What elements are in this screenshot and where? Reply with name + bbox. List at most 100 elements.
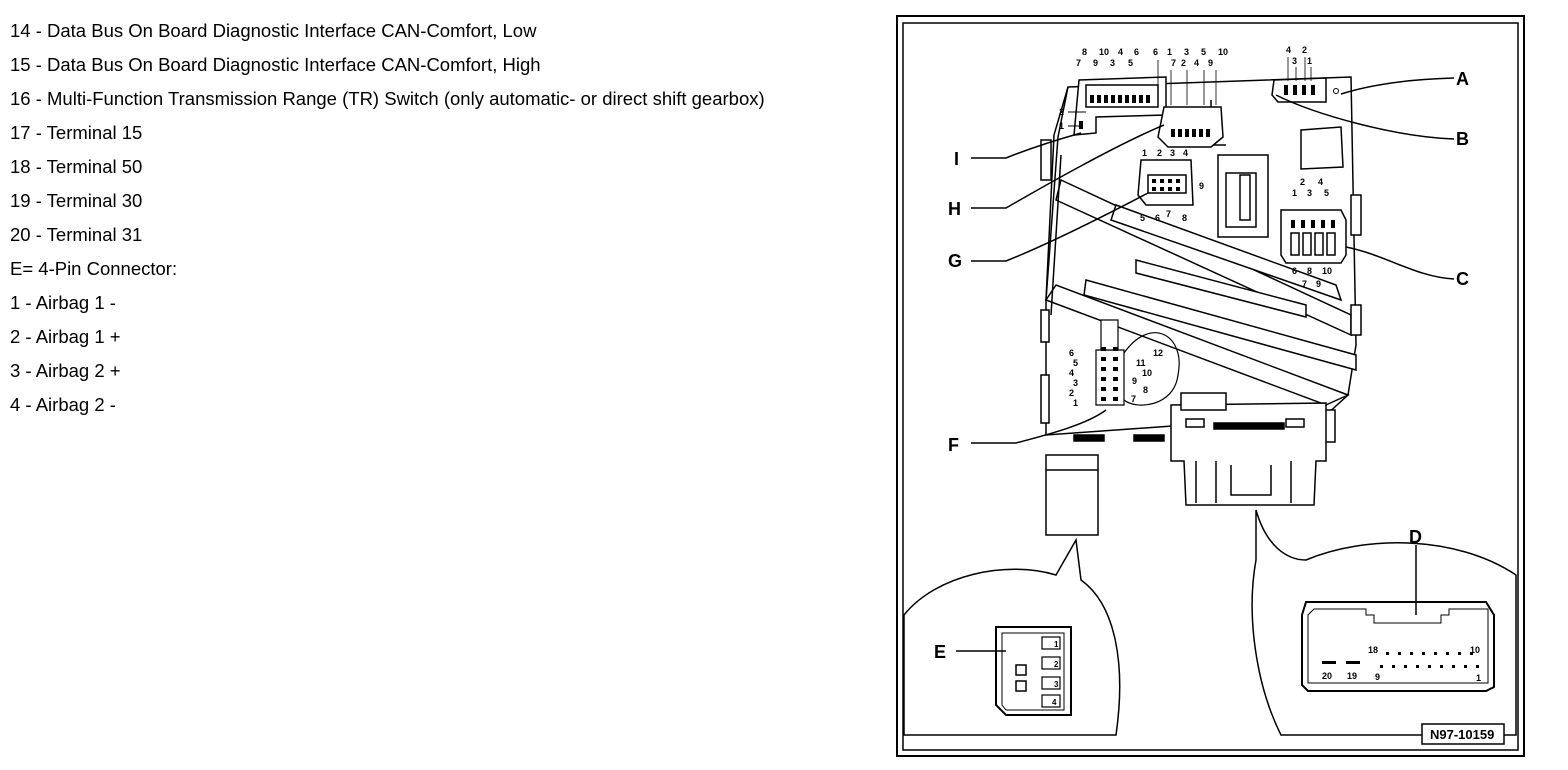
pin-c-3: 3 bbox=[1307, 188, 1312, 198]
pin-d-18: 18 bbox=[1368, 645, 1378, 655]
diagram-inner-frame bbox=[902, 22, 1519, 751]
pin-g-6: 6 bbox=[1155, 213, 1160, 223]
pin-f-4: 4 bbox=[1069, 368, 1074, 378]
legend-item-18: 18 - Terminal 50 bbox=[10, 156, 143, 177]
pin-i-7: 7 bbox=[1076, 58, 1081, 68]
callout-b: B bbox=[1456, 129, 1469, 149]
pin-d-20: 20 bbox=[1322, 671, 1332, 681]
pin-b-2: 2 bbox=[1302, 45, 1307, 55]
legend-item-e2: 2 - Airbag 1 + bbox=[10, 326, 121, 347]
leader-lines bbox=[956, 77, 1455, 652]
legend-heading-connector-e: E= 4-Pin Connector: bbox=[10, 258, 178, 279]
pin-i-5: 5 bbox=[1128, 58, 1133, 68]
pin-d-1: 1 bbox=[1476, 673, 1481, 683]
pin-h-6: 6 bbox=[1153, 47, 1158, 57]
pin-d-10: 10 bbox=[1470, 645, 1480, 655]
pin-e-2: 2 bbox=[1054, 660, 1059, 669]
pin-c-7: 7 bbox=[1302, 279, 1307, 289]
pin-c-10: 10 bbox=[1322, 266, 1332, 276]
pin-f-7: 7 bbox=[1131, 394, 1136, 404]
callout-d: D bbox=[1409, 527, 1422, 547]
pin-d-19: 19 bbox=[1347, 671, 1357, 681]
connector-diagram: 8 10 4 6 7 9 3 5 2 1 6 1 3 5 10 7 2 4 9 … bbox=[896, 15, 1525, 757]
pin-f-10: 10 bbox=[1142, 368, 1152, 378]
legend-item-16: 16 - Multi-Function Transmission Range (… bbox=[10, 88, 765, 109]
callout-c: C bbox=[1456, 269, 1469, 289]
figure-id: N97-10159 bbox=[1430, 727, 1494, 742]
pin-f-5: 5 bbox=[1073, 358, 1078, 368]
pin-c-9: 9 bbox=[1316, 279, 1321, 289]
callout-f: F bbox=[948, 435, 959, 455]
pin-c-8: 8 bbox=[1307, 266, 1312, 276]
legend-item-17: 17 - Terminal 15 bbox=[10, 122, 143, 143]
pin-i-9: 9 bbox=[1093, 58, 1098, 68]
legend-item-20: 20 - Terminal 31 bbox=[10, 224, 143, 245]
pin-f-8: 8 bbox=[1143, 385, 1148, 395]
pin-g-9: 9 bbox=[1199, 181, 1204, 191]
connector-f bbox=[1095, 319, 1180, 406]
pin-b-3: 3 bbox=[1292, 56, 1297, 66]
pin-b-4: 4 bbox=[1286, 45, 1291, 55]
pin-f-12: 12 bbox=[1153, 348, 1163, 358]
connector-i bbox=[1073, 76, 1167, 136]
pin-i-8: 8 bbox=[1082, 47, 1087, 57]
pin-i-10: 10 bbox=[1099, 47, 1109, 57]
pin-e-4: 4 bbox=[1052, 698, 1057, 707]
legend-item-15: 15 - Data Bus On Board Diagnostic Interf… bbox=[10, 54, 541, 75]
pin-i-1: 1 bbox=[1059, 121, 1064, 131]
pin-h-10: 10 bbox=[1218, 47, 1228, 57]
pin-c-6: 6 bbox=[1292, 266, 1297, 276]
connector-b bbox=[1271, 77, 1327, 103]
pin-i-2: 2 bbox=[1059, 107, 1064, 117]
pin-e-3: 3 bbox=[1054, 680, 1059, 689]
connector-c bbox=[1280, 209, 1347, 264]
pin-c-1: 1 bbox=[1292, 188, 1297, 198]
pin-h-3: 3 bbox=[1184, 47, 1189, 57]
legend: 14 - Data Bus On Board Diagnostic Interf… bbox=[10, 14, 870, 422]
pin-f-1: 1 bbox=[1073, 398, 1078, 408]
pin-g-2: 2 bbox=[1157, 148, 1162, 158]
pin-h-9: 9 bbox=[1208, 58, 1213, 68]
connector-g bbox=[1137, 159, 1194, 206]
callout-h: H bbox=[948, 199, 961, 219]
pin-e-1: 1 bbox=[1054, 640, 1059, 649]
pin-b-1: 1 bbox=[1307, 56, 1312, 66]
pin-i-6: 6 bbox=[1134, 47, 1139, 57]
pin-g-3: 3 bbox=[1170, 148, 1175, 158]
pin-f-2: 2 bbox=[1069, 388, 1074, 398]
pin-i-4: 4 bbox=[1118, 47, 1123, 57]
pin-h-4: 4 bbox=[1194, 58, 1199, 68]
callout-e: E bbox=[934, 642, 946, 662]
legend-item-e3: 3 - Airbag 2 + bbox=[10, 360, 121, 381]
legend-item-19: 19 - Terminal 30 bbox=[10, 190, 143, 211]
legend-item-e1: 1 - Airbag 1 - bbox=[10, 292, 116, 313]
pin-c-4: 4 bbox=[1318, 177, 1323, 187]
callout-i: I bbox=[954, 149, 959, 169]
callout-a: A bbox=[1456, 69, 1469, 89]
pin-c-5: 5 bbox=[1324, 188, 1329, 198]
pin-c-2: 2 bbox=[1300, 177, 1305, 187]
pin-g-8: 8 bbox=[1182, 213, 1187, 223]
pin-f-6: 6 bbox=[1069, 348, 1074, 358]
pin-g-7: 7 bbox=[1166, 209, 1171, 219]
pin-h-7: 7 bbox=[1171, 58, 1176, 68]
figure-id-box bbox=[1421, 723, 1505, 745]
pin-g-5: 5 bbox=[1140, 213, 1145, 223]
callout-g: G bbox=[948, 251, 962, 271]
pin-h-5: 5 bbox=[1201, 47, 1206, 57]
connector-h bbox=[1157, 106, 1224, 148]
pin-g-1: 1 bbox=[1142, 148, 1147, 158]
pin-h-2: 2 bbox=[1181, 58, 1186, 68]
pin-f-3: 3 bbox=[1073, 378, 1078, 388]
control-module bbox=[1040, 76, 1362, 536]
pin-f-11: 11 bbox=[1136, 358, 1146, 368]
legend-item-e4: 4 - Airbag 2 - bbox=[10, 394, 116, 415]
pin-d-9: 9 bbox=[1375, 672, 1380, 682]
connector-e-detail bbox=[995, 626, 1072, 716]
pin-h-1: 1 bbox=[1167, 47, 1172, 57]
pin-g-4: 4 bbox=[1183, 148, 1188, 158]
legend-item-14: 14 - Data Bus On Board Diagnostic Interf… bbox=[10, 20, 537, 41]
connector-d-detail bbox=[1301, 601, 1495, 692]
pin-i-3: 3 bbox=[1110, 58, 1115, 68]
pin-f-9: 9 bbox=[1132, 376, 1137, 386]
